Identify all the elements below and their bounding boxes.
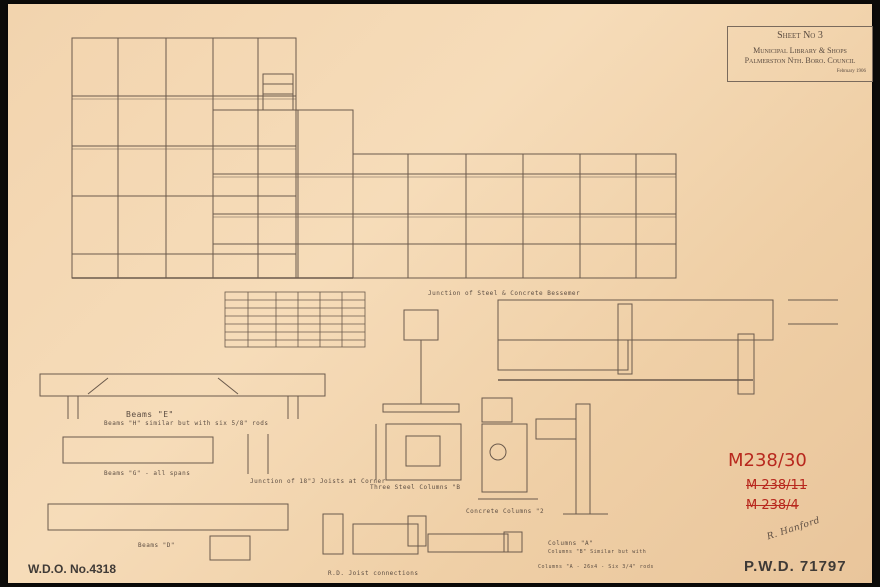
plan-left-block (71, 37, 297, 279)
drawing-sheet: Sheet No 3 Municipal Library & Shops Pal… (8, 4, 873, 583)
wdo-stamp: W.D.O. No.4318 (28, 562, 117, 576)
plan-right-block (352, 153, 677, 279)
columns-a-label: Columns "A" (548, 540, 594, 547)
drawing-linework (39, 37, 838, 561)
pwd-stamp: P.W.D. 71797 (744, 558, 847, 575)
columns-b-note: Columns "B" Similar but with (548, 549, 647, 555)
project-title: Municipal Library & Shops (753, 46, 847, 55)
steel-columns-label: Three Steel Columns "B (370, 484, 461, 491)
beam-e-label: Beams "E" (126, 410, 174, 419)
junction-joists-label: Junction of 18"J Joists at Corner (250, 478, 386, 485)
columns-aa-note: Columns "A - 26x4 - Six 3/4" rods (538, 564, 654, 570)
rd-joist-label: R.D. Joist connections (328, 570, 419, 577)
beam-h-note: Beams "H" similar but with six 5/8" rods (104, 420, 269, 427)
junction-steel-label: Junction of Steel & Concrete Bessemer (428, 290, 581, 297)
council-name: Palmerston Nth. Boro. Council (744, 56, 856, 65)
red-annotation-bottom: M 238/4 (746, 498, 799, 513)
sheet-date: February 1906 (836, 69, 866, 74)
title-block: Sheet No 3 Municipal Library & Shops Pal… (727, 26, 873, 82)
schedule-table (224, 291, 366, 348)
concrete-columns-label: Concrete Columns "2 (466, 508, 545, 515)
beam-d-label: Beams "D" (138, 542, 176, 549)
red-annotation-top: M238/30 (728, 450, 807, 471)
red-annotation-mid: M 238/11 (746, 478, 808, 493)
beam-g-label: Beams "G" - all spans (104, 470, 191, 477)
sheet-number: Sheet No 3 (777, 30, 823, 41)
